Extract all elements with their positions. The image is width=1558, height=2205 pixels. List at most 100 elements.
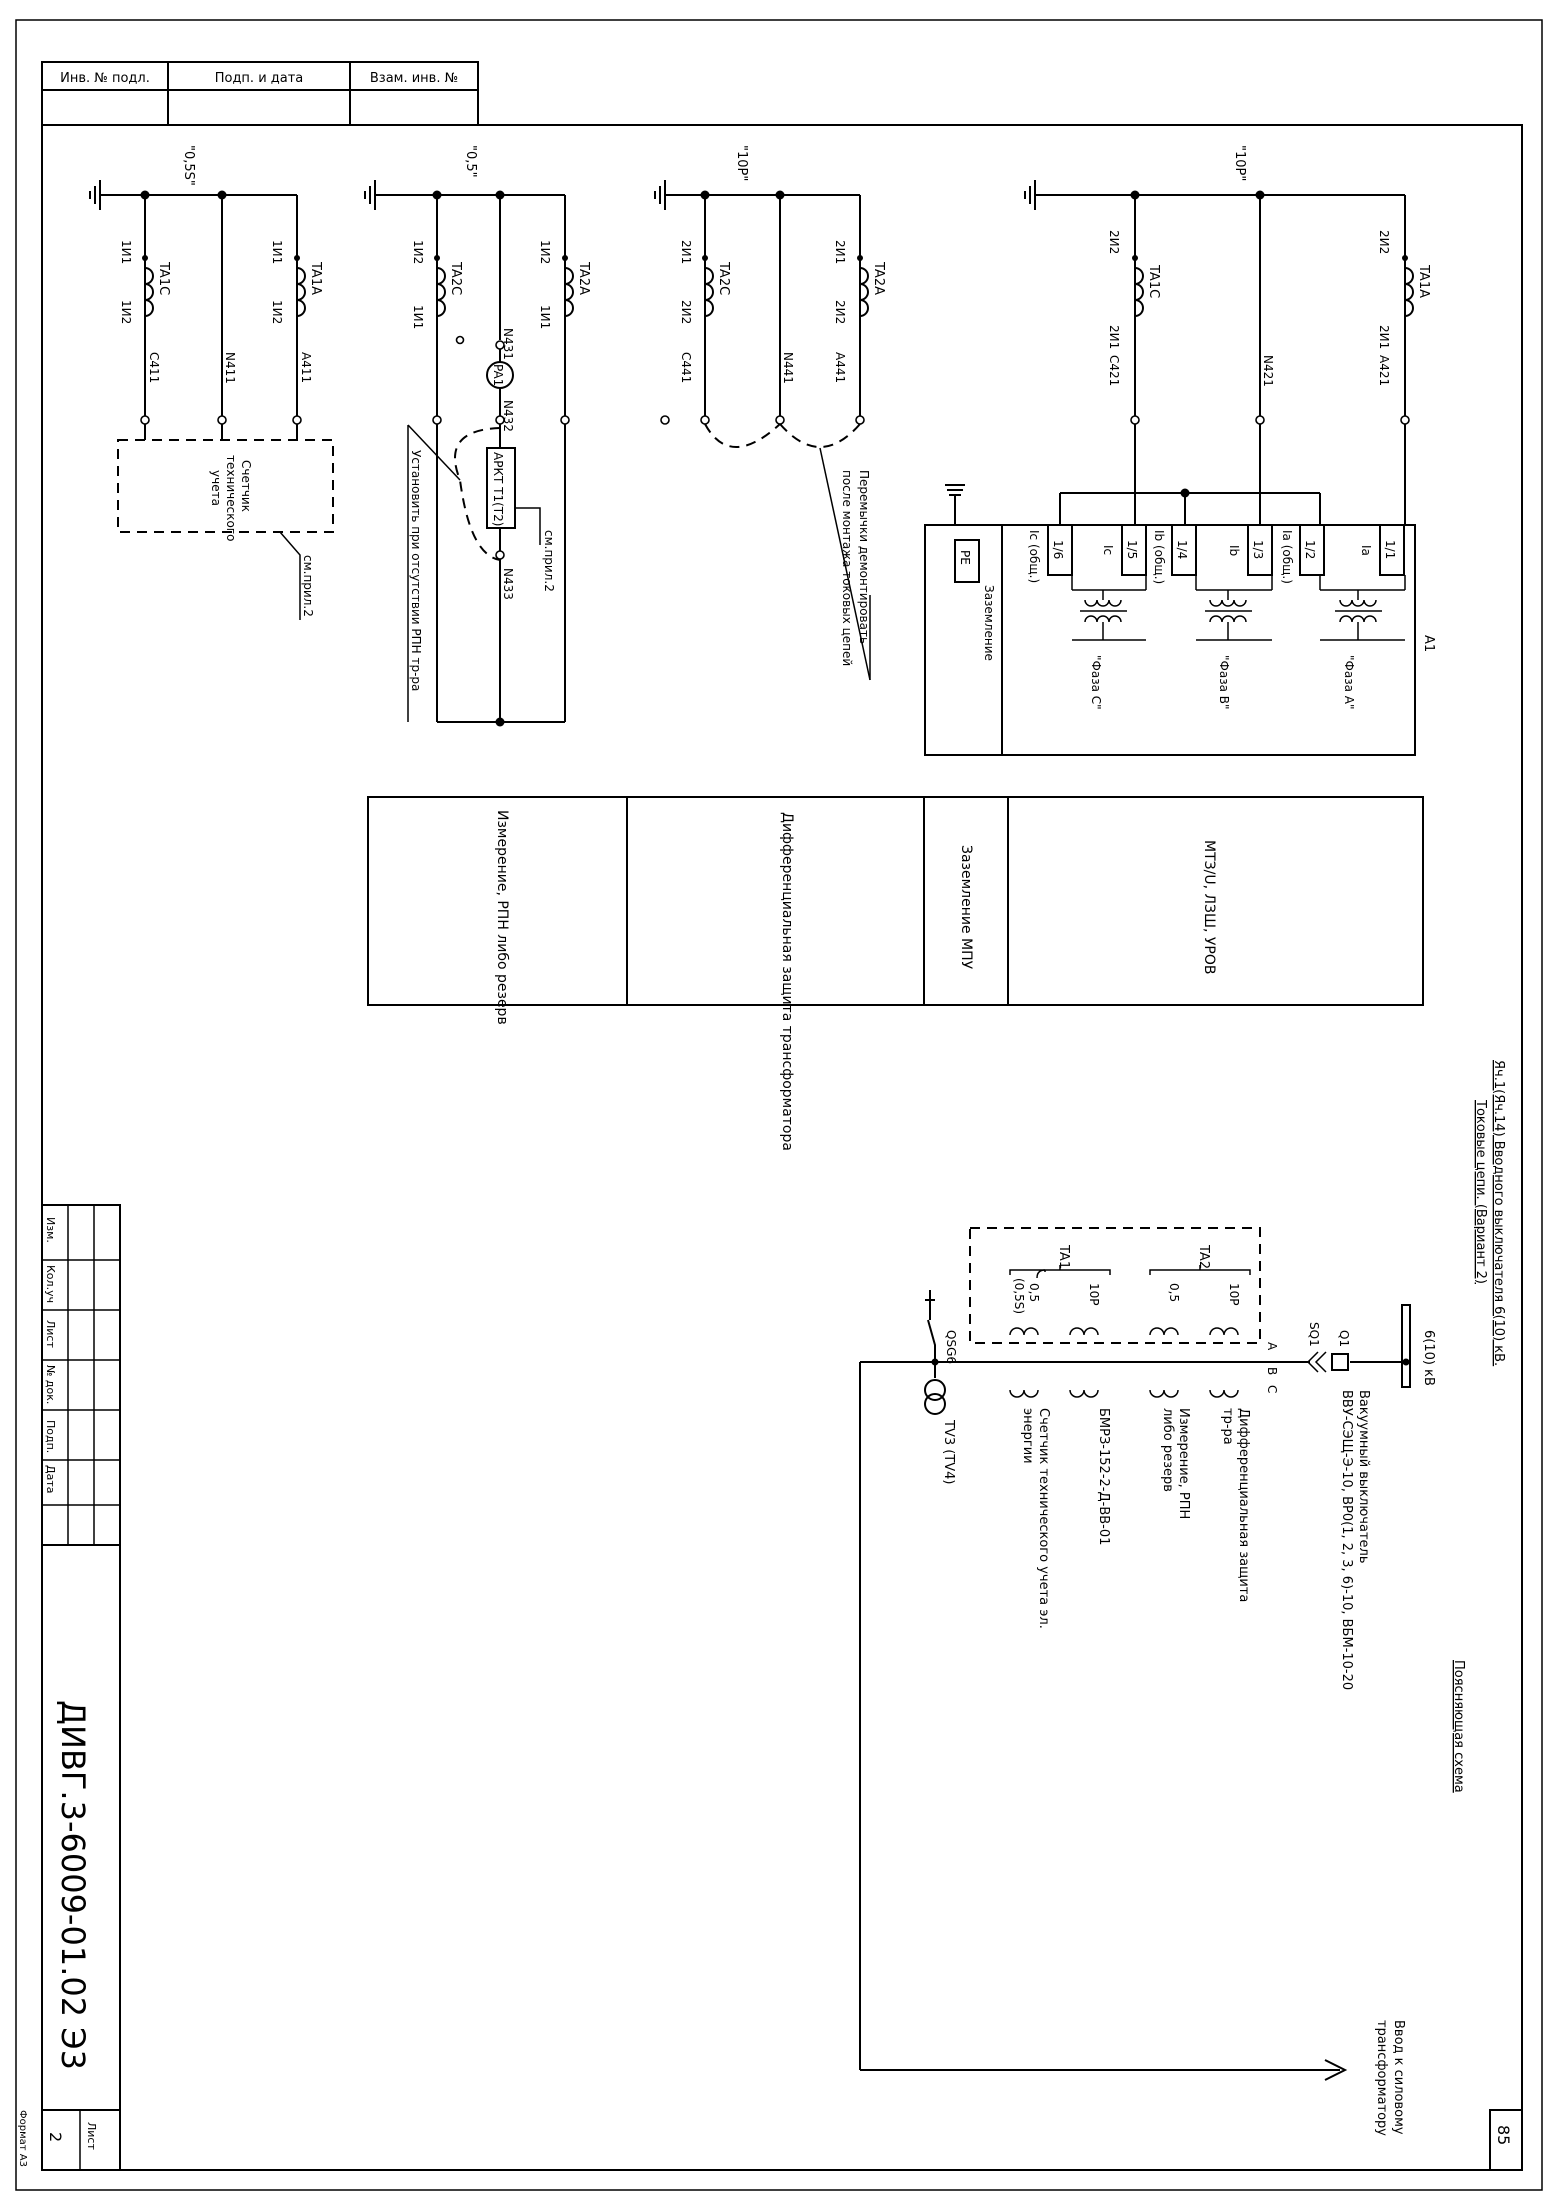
a1-term-5: 1/5 [1125,540,1139,559]
title-line1: Яч.1(Яч.14) Вводного выключателя 6(10) к… [1491,1060,1506,1366]
input-label: Ввод к силовому [1391,2020,1406,2135]
title-block: Яч.1(Яч.14) Вводного выключателя 6(10) к… [1451,1060,1506,1793]
wind-1b: тр-ра [1220,1408,1235,1445]
rev-h4: № док. [44,1365,57,1404]
purpose-3: Дифференциальная защита трансформатора [779,812,795,1151]
c3-n33: N433 [501,568,515,600]
circuit-10p-1: "10Р" TA1A TA1C 2И2 2И1 2И2 2И1 A421 N42… [945,145,1431,525]
rev-h1: Изм. [44,1217,57,1243]
a1-phase-b: "Фаза В" [1217,655,1231,710]
tv-label: TV3 (TV4) [941,1419,956,1485]
breaker-types: ВВУ-СЭЩ-Э-10, ВР0(1, 2, 3, 6)-10, ВБМ-10… [1339,1390,1354,1690]
qsg-label: QSG6 [944,1330,958,1364]
cls-055s-b: (0,5S) [1012,1278,1026,1314]
a1-sig-4: Ib (общ.) [1152,530,1166,584]
c1-class: "10Р" [1232,145,1247,181]
device-a1: A1 1/1 1/2 1/3 1/4 1/5 1/6 Ia Ia (общ.) … [924,524,1436,756]
outer-frame [15,19,1543,2191]
c1-top-c: 2И2 [1107,230,1121,254]
c3-class: "0,5" [463,145,478,178]
drawing-frame [41,124,1523,2171]
c1-ta-a: TA1A [1416,264,1431,298]
approval-stamp: Инв. № подл. Подп. и дата Взам. инв. № [41,61,479,126]
c2-ta-c: TA2C [716,261,731,295]
input-label-2: трансформатору [1374,2020,1389,2136]
c3-note: Установить при отсутствии РПН тр-ра [409,450,423,691]
c2-top-a: 2И1 [833,240,847,264]
c4-meter-3: учета [209,470,223,506]
wind-1: Дифференциальная защита [1236,1408,1251,1602]
breaker-label: Вакуумный выключатель [1356,1390,1371,1564]
c3-n32: N432 [501,400,515,432]
a1-sig-2: Ia (общ.) [1280,530,1294,584]
wind-4b: энергии [1020,1408,1035,1464]
rev-h3: Лист [44,1320,57,1348]
c4-bot-a: 1И2 [270,300,284,324]
c2-bot-a: 2И2 [833,300,847,324]
a1-pe: PE [958,550,972,565]
a1-sig-5: Ic [1101,545,1115,555]
c2-top-c: 2И1 [679,240,693,264]
c4-wire-n: N411 [223,352,237,384]
c2-note1: Перемычки демонтировать [857,470,871,644]
c3-top-a: 1И2 [538,240,552,264]
c4-ta-a: TA1A [308,261,323,295]
format-label: Формат А3 [17,2110,28,2167]
c4-top-c: 1И1 [119,240,133,264]
c4-ta-c: TA1C [156,261,171,295]
wind-3: БМРЗ-152-2-Д-ВВ-01 [1096,1408,1111,1545]
a1-term-4: 1/4 [1175,540,1189,559]
c3-pa: PA1 [491,364,505,386]
purpose-4: Измерение, РПН либо резерв [494,810,510,1025]
c3-ta-c: TA2C [448,261,463,295]
purpose-1: МТЗ/U, ЛЗШ, УРОВ [1201,840,1217,974]
c1-ta-c: TA1C [1146,264,1161,298]
a1-terminals: 1/1 1/2 1/3 1/4 1/5 1/6 Ia Ia (общ.) Ib … [1027,524,1405,584]
a1-sig-3: Ib [1227,545,1241,556]
circuit-05s: "0,5S" TA1A TA1C 1И1 1И2 1И1 1И2 A411 N4… [89,145,334,620]
c3-top-c: 1И2 [411,240,425,264]
a1-sig-1: Ia [1359,545,1373,556]
explain-title: Поясняющая схема [1451,1660,1466,1793]
sheet-label: Лист [85,2122,98,2150]
cls-05: 0,5 [1167,1283,1181,1302]
wind-2b: либо резерв [1160,1408,1175,1492]
wind-2: Измерение, РПН [1176,1408,1191,1519]
a1-term-1: 1/1 [1383,540,1397,559]
purpose-2: Заземление МПУ [958,845,974,970]
cls-10p: 10Р [1087,1283,1101,1306]
c4-meter-2: технического [224,455,238,541]
c4-class: "0,5S" [181,145,196,186]
c3-ta-a: TA2A [576,261,591,295]
a1-phase-a: "Фаза А" [1342,655,1356,709]
a1-phase-c: "Фаза С" [1089,655,1103,710]
sheet-number-box [1489,2109,1523,2171]
q1-label: Q1 [1337,1330,1351,1347]
c1-top-a: 2И2 [1377,230,1391,254]
c2-wire-c: C441 [679,352,693,383]
cls-055s: 0,5 [1027,1283,1041,1302]
a1-term-6: 1/6 [1051,540,1065,559]
a1-ground: Заземление [982,585,996,661]
doc-code: ДИВГ.3-6009-01.02 Э3 [54,1700,92,2070]
phase-b: B [1265,1367,1279,1375]
c2-bot-c: 2И2 [679,300,693,324]
c2-ta-a: TA2A [871,261,886,295]
rev-h2: Кол.уч [44,1265,57,1303]
a1-label: A1 [1421,635,1436,652]
c1-wire-c: C421 [1107,355,1121,386]
rev-h5: Подп. [44,1420,57,1453]
c4-ref: см.прил.2 [301,555,315,617]
stamp-col3: Взам. инв. № [370,71,458,86]
c1-bot-c: 2И1 [1107,325,1121,349]
wind-4: Счетчик технического учета эл. [1036,1408,1051,1629]
c3-bot-a: 1И1 [538,305,552,329]
title-line2: Токовые цепи. (Вариант 2) [1473,1099,1488,1284]
c3-ref: см.прил.2 [542,530,556,592]
c1-wire-n: N421 [1261,355,1275,387]
bus-label: 6(10) кВ [1421,1330,1436,1386]
ta2-label: TA2 [1196,1244,1211,1269]
a1-term-2: 1/2 [1303,540,1317,559]
oneline-scheme: 6(10) кВ Q1 SQ1 Вакуумный выключатель ВВ… [859,1227,1436,2136]
c4-wire-c: C411 [147,352,161,383]
